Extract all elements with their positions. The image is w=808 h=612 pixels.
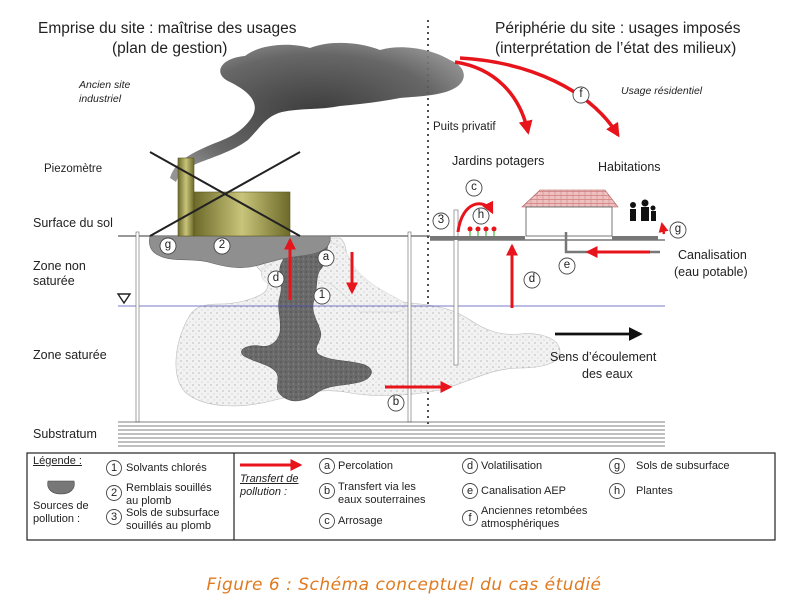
legend-source-3-text-1: Sols de subsurface bbox=[126, 507, 220, 519]
left-section-title: Emprise du site : maîtrise des usages bbox=[38, 20, 297, 37]
right-section-subtitle: (interprétation de l’état des milieux) bbox=[495, 40, 737, 57]
marker-h: h bbox=[477, 209, 485, 221]
fallout-arrow-jardins bbox=[454, 60, 533, 135]
marker-c: c bbox=[471, 181, 477, 193]
legend-c-key: c bbox=[324, 515, 330, 527]
diagram-markers bbox=[159, 86, 687, 412]
plume-source-1 bbox=[241, 237, 372, 402]
habitations-label: Habitations bbox=[598, 160, 661, 174]
substratum-layer bbox=[118, 421, 665, 447]
marker-3: 3 bbox=[437, 214, 445, 226]
legend-b-text-1: Transfert via les bbox=[338, 481, 416, 493]
marker-1: 1 bbox=[318, 289, 326, 301]
legend-f-key: f bbox=[468, 512, 472, 524]
marker-g-left: g bbox=[164, 239, 172, 251]
piezometer-tube-left bbox=[135, 231, 140, 423]
residents-icon bbox=[630, 199, 656, 221]
legend-a-key: a bbox=[323, 460, 331, 472]
sens-ecoulement-label-1: Sens d’écoulement bbox=[550, 350, 657, 364]
sources-label-1: Sources de bbox=[33, 500, 89, 512]
garden-soil bbox=[430, 236, 525, 240]
legend-title: Légende : bbox=[33, 455, 82, 467]
irrigation-arrow bbox=[456, 200, 494, 233]
well-tube bbox=[453, 209, 459, 366]
arrow-g-right bbox=[658, 222, 669, 235]
legend-e-key: e bbox=[466, 485, 474, 497]
canalisation-label-1: Canalisation bbox=[678, 248, 747, 262]
marker-d-left: d bbox=[272, 272, 280, 284]
marker-2: 2 bbox=[218, 239, 226, 251]
ancien-site-label-1: Ancien site bbox=[79, 79, 131, 91]
piezometre-label: Piezomètre bbox=[44, 163, 103, 175]
legend-h-text: Plantes bbox=[636, 485, 673, 497]
smoke-cloud bbox=[170, 42, 464, 183]
marker-d-right: d bbox=[528, 273, 536, 285]
figure-caption: Figure 6 : Schéma conceptuel du cas étud… bbox=[206, 575, 602, 595]
left-section-subtitle: (plan de gestion) bbox=[112, 40, 228, 57]
legend-d-text: Volatilisation bbox=[481, 460, 543, 472]
legend-source-2-num: 2 bbox=[110, 487, 118, 499]
legend-markers bbox=[106, 458, 625, 529]
piezometer-tube-right bbox=[407, 231, 412, 423]
ancien-site-label-2: industriel bbox=[79, 93, 122, 105]
legend-a-text: Percolation bbox=[338, 460, 394, 472]
transfert-label-1: Transfert de bbox=[240, 473, 299, 485]
legend-source-3-num: 3 bbox=[110, 511, 118, 523]
usage-residentiel-label: Usage résidentiel bbox=[621, 85, 703, 97]
puits-privatif-label: Puits privatif bbox=[433, 121, 496, 133]
right-section-title: Périphérie du site : usages imposés bbox=[495, 20, 741, 37]
legend-d-key: d bbox=[466, 460, 474, 472]
fallout-arrow-habitations bbox=[459, 56, 620, 138]
industrial-building bbox=[149, 151, 301, 237]
water-table-symbol bbox=[116, 293, 132, 305]
legend-e-text: Canalisation AEP bbox=[481, 485, 566, 497]
legend-b-key: b bbox=[323, 485, 331, 497]
substratum-label: Substratum bbox=[33, 427, 97, 441]
marker-f: f bbox=[579, 88, 583, 100]
legend-source-1-text: Solvants chlorés bbox=[126, 462, 207, 474]
marker-g-right: g bbox=[674, 223, 682, 235]
house bbox=[521, 189, 658, 240]
plants bbox=[467, 226, 497, 236]
legend-source-1-num: 1 bbox=[110, 462, 118, 474]
zone-saturee-label: Zone saturée bbox=[33, 348, 107, 362]
zone-non-saturee-label-1: Zone non bbox=[33, 259, 86, 273]
marker-b: b bbox=[392, 396, 400, 408]
zone-non-saturee-label-2: saturée bbox=[33, 274, 75, 288]
marker-a: a bbox=[322, 251, 330, 263]
sources-label-2: pollution : bbox=[33, 513, 81, 525]
marker-e: e bbox=[563, 259, 571, 271]
legend-h-key: h bbox=[613, 485, 621, 497]
legend-g-key: g bbox=[613, 460, 621, 472]
legend-source-2-text-2: au plomb bbox=[126, 495, 172, 507]
surface-sol-label: Surface du sol bbox=[33, 216, 113, 230]
transfert-label-2: pollution : bbox=[240, 486, 288, 498]
legend-b-text-2: eaux souterraines bbox=[338, 494, 426, 506]
legend-source-symbol bbox=[47, 480, 75, 495]
legend-f-text-1: Anciennes retombées bbox=[481, 505, 588, 517]
legend-c-text: Arrosage bbox=[338, 515, 383, 527]
legend-box bbox=[26, 452, 776, 541]
legend-g-text: Sols de subsurface bbox=[636, 460, 730, 472]
jardins-potagers-label: Jardins potagers bbox=[452, 154, 545, 168]
legend-source-2-text-1: Remblais souillés bbox=[126, 482, 212, 494]
legend-f-text-2: atmosphériques bbox=[481, 518, 560, 530]
canalisation-label-2: (eau potable) bbox=[674, 265, 748, 279]
legend-source-3-text-2: souillés au plomb bbox=[126, 520, 211, 532]
sens-ecoulement-label-2: des eaux bbox=[582, 367, 633, 381]
